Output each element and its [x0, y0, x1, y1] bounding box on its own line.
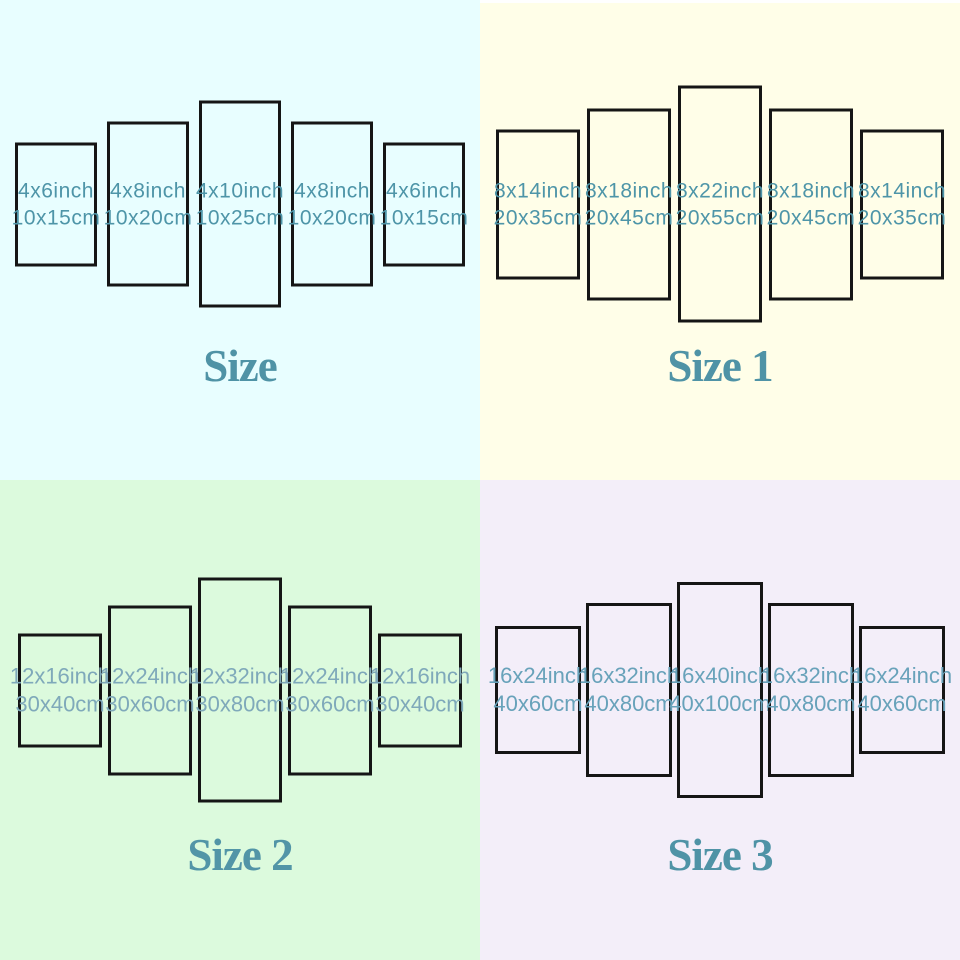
panel-label: 16x24inch 40x60cm	[488, 662, 588, 718]
panel-cm-label: 30x80cm	[195, 691, 285, 716]
panel-label: 16x32inch 40x80cm	[761, 662, 861, 718]
panel-inch-label: 4x6inch	[386, 179, 462, 202]
panel-inch-label: 12x16inch	[369, 663, 471, 688]
panel: 8x22inch 20x55cm	[676, 85, 765, 323]
panel-label: 4x6inch 10x15cm	[380, 177, 469, 231]
panel: 8x18inch 20x45cm	[767, 108, 856, 300]
panel-label: 8x18inch 20x45cm	[767, 177, 856, 231]
panel-cm-label: 40x60cm	[493, 691, 583, 716]
panel-inch-label: 16x24inch	[851, 663, 953, 688]
panel: 4x8inch 10x20cm	[104, 121, 192, 287]
panel: 4x8inch 10x20cm	[288, 121, 376, 287]
panel-cm-label: 10x15cm	[11, 206, 101, 229]
panel-inch-label: 12x32inch	[189, 663, 291, 688]
panel-label: 8x14inch 20x35cm	[858, 177, 947, 231]
panel: 12x16inch 30x40cm	[10, 633, 110, 747]
panel-label: 8x18inch 20x45cm	[585, 177, 674, 231]
panel-inch-label: 16x32inch	[760, 663, 862, 688]
panel: 16x24inch 40x60cm	[852, 626, 952, 754]
panel-cm-label: 10x20cm	[287, 206, 377, 229]
panel-inch-label: 4x8inch	[294, 179, 370, 202]
panel-cm-label: 30x60cm	[285, 691, 375, 716]
panel-label: 12x32inch 30x80cm	[190, 662, 290, 718]
panel-label: 12x24inch 30x60cm	[280, 662, 380, 718]
panel-inch-label: 12x24inch	[99, 663, 201, 688]
quadrant-size-2: 12x16inch 30x40cm 12x24inch 30x60cm 12x3…	[0, 480, 480, 960]
quadrant-title: Size 2	[187, 830, 293, 880]
panel-label: 4x6inch 10x15cm	[12, 177, 101, 231]
panel-cm-label: 40x100cm	[669, 691, 771, 716]
panel: 4x6inch 10x15cm	[380, 142, 468, 266]
panel: 12x32inch 30x80cm	[190, 577, 290, 803]
panel-cm-label: 30x40cm	[15, 691, 105, 716]
panel-inch-label: 4x6inch	[18, 179, 94, 202]
panel-cm-label: 40x60cm	[857, 691, 947, 716]
panel: 12x16inch 30x40cm	[370, 633, 470, 747]
panel-label: 12x16inch 30x40cm	[10, 662, 110, 718]
panel: 16x32inch 40x80cm	[761, 603, 861, 777]
panel-label: 12x16inch 30x40cm	[370, 662, 470, 718]
panel-cm-label: 20x55cm	[675, 206, 765, 229]
panel-cm-label: 20x35cm	[493, 206, 583, 229]
panel: 16x40inch 40x100cm	[669, 582, 771, 798]
panel: 4x6inch 10x15cm	[12, 142, 100, 266]
panel-label: 4x8inch 10x20cm	[104, 177, 193, 231]
panel-label: 16x24inch 40x60cm	[852, 662, 952, 718]
panel-cm-label: 20x35cm	[857, 206, 947, 229]
panel: 4x10inch 10x25cm	[196, 100, 284, 308]
panel-inch-label: 12x24inch	[279, 663, 381, 688]
panel-cm-label: 20x45cm	[766, 206, 856, 229]
panel: 8x18inch 20x45cm	[585, 108, 674, 300]
panel-row: 12x16inch 30x40cm 12x24inch 30x60cm 12x3…	[0, 577, 480, 803]
panel-label: 4x10inch 10x25cm	[196, 177, 285, 231]
panel-inch-label: 12x16inch	[9, 663, 111, 688]
quadrant-title: Size 3	[667, 830, 773, 880]
panel-label: 16x32inch 40x80cm	[579, 662, 679, 718]
panel-inch-label: 16x24inch	[487, 663, 589, 688]
panel-inch-label: 8x22inch	[675, 179, 765, 202]
quadrant-size-1: 8x14inch 20x35cm 8x18inch 20x45cm 8x22in…	[480, 0, 960, 480]
quadrant-size: 4x6inch 10x15cm 4x8inch 10x20cm 4x10inch…	[0, 0, 480, 480]
panel-cm-label: 20x45cm	[584, 206, 674, 229]
panel-cm-label: 30x60cm	[105, 691, 195, 716]
panel-inch-label: 8x18inch	[584, 179, 674, 202]
panel-row: 16x24inch 40x60cm 16x32inch 40x80cm 16x4…	[480, 582, 960, 798]
panel: 8x14inch 20x35cm	[494, 129, 583, 279]
panel-row: 4x6inch 10x15cm 4x8inch 10x20cm 4x10inch…	[0, 100, 480, 308]
panel-inch-label: 16x40inch	[669, 663, 771, 688]
panel-cm-label: 10x25cm	[195, 206, 285, 229]
panel-label: 16x40inch 40x100cm	[669, 662, 771, 718]
panel: 16x24inch 40x60cm	[488, 626, 588, 754]
panel-inch-label: 8x14inch	[493, 179, 583, 202]
panel-cm-label: 40x80cm	[584, 691, 674, 716]
quadrant-size-3: 16x24inch 40x60cm 16x32inch 40x80cm 16x4…	[480, 480, 960, 960]
panel-row: 8x14inch 20x35cm 8x18inch 20x45cm 8x22in…	[480, 85, 960, 323]
panel-label: 12x24inch 30x60cm	[100, 662, 200, 718]
panel: 12x24inch 30x60cm	[280, 605, 380, 775]
panel-label: 8x22inch 20x55cm	[676, 177, 765, 231]
panel: 16x32inch 40x80cm	[579, 603, 679, 777]
quadrant-title: Size 1	[667, 341, 773, 391]
panel-label: 8x14inch 20x35cm	[494, 177, 583, 231]
panel: 12x24inch 30x60cm	[100, 605, 200, 775]
panel-inch-label: 16x32inch	[578, 663, 680, 688]
panel-cm-label: 40x80cm	[766, 691, 856, 716]
panel: 8x14inch 20x35cm	[858, 129, 947, 279]
panel-inch-label: 4x8inch	[110, 179, 186, 202]
panel-cm-label: 30x40cm	[375, 691, 465, 716]
quadrant-title: Size	[203, 341, 277, 391]
panel-cm-label: 10x15cm	[379, 206, 469, 229]
panel-inch-label: 8x14inch	[857, 179, 947, 202]
panel-inch-label: 8x18inch	[766, 179, 856, 202]
panel-cm-label: 10x20cm	[103, 206, 193, 229]
panel-label: 4x8inch 10x20cm	[288, 177, 377, 231]
panel-inch-label: 4x10inch	[195, 179, 285, 202]
